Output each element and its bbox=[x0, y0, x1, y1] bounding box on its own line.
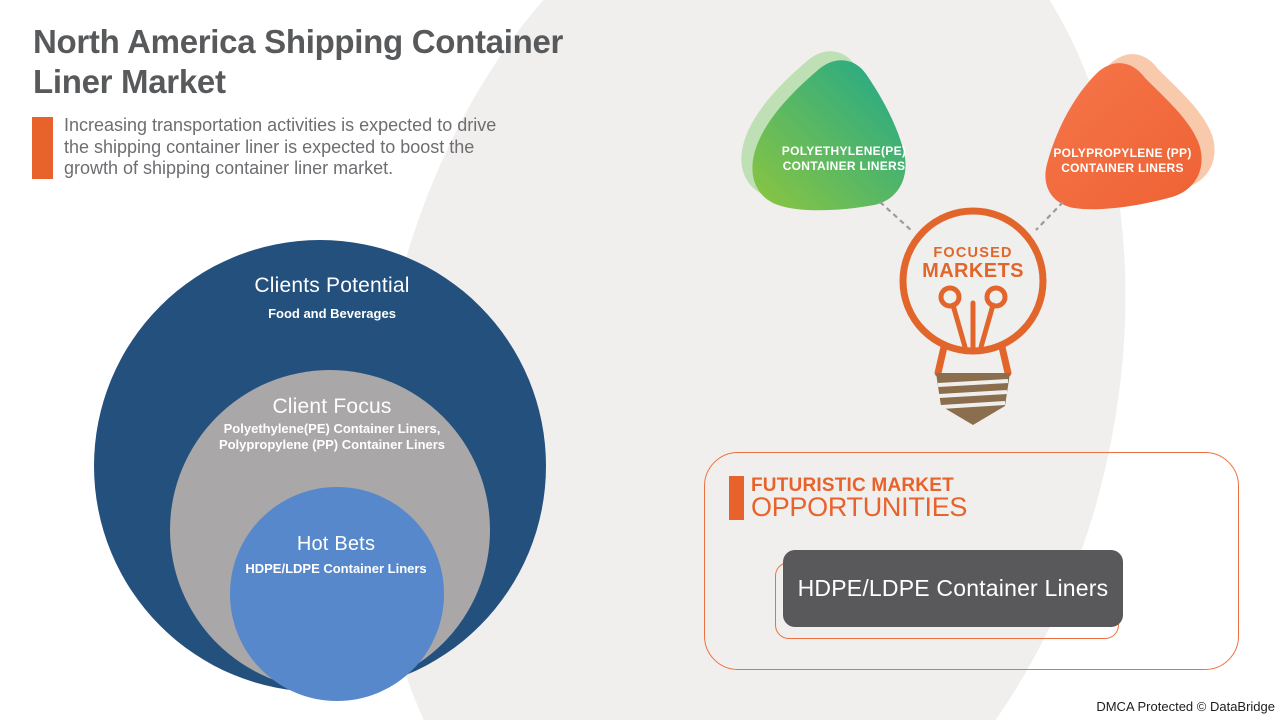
opportunities-heading-line2: OPPORTUNITIES bbox=[751, 492, 968, 522]
intro-text: Increasing transportation activities is … bbox=[64, 115, 497, 178]
opportunities-accent-bar bbox=[729, 476, 744, 520]
hot-bets-title: Hot Bets bbox=[296, 533, 376, 555]
client-focus-title: Client Focus bbox=[272, 395, 392, 418]
focused-label: FOCUSED bbox=[933, 245, 1013, 261]
polypropylene-label: POLYPROPYLENE (PP) CONTAINER LINERS bbox=[1053, 146, 1192, 175]
opportunities-heading-line1: FUTURISTIC MARKET bbox=[751, 475, 954, 496]
opportunity-item: HDPE/LDPE Container Liners bbox=[783, 550, 1123, 627]
opportunities-panel bbox=[704, 452, 1239, 670]
hot-bets-subtitle: HDPE/LDPE Container Liners bbox=[245, 561, 427, 576]
clients-potential-subtitle: Food and Beverages bbox=[268, 306, 396, 321]
client-focus-subtitle: Polyethylene(PE) Container Liners, Polyp… bbox=[218, 421, 446, 452]
markets-label: MARKETS bbox=[922, 260, 1024, 282]
hot-bets-circle bbox=[230, 487, 444, 701]
polyethylene-label: POLYETHYLENE(PE) CONTAINER LINERS bbox=[781, 144, 907, 173]
clients-potential-title: Clients Potential bbox=[254, 274, 410, 297]
page-title: North America Shipping Container Liner M… bbox=[33, 23, 564, 100]
intro-accent-bar bbox=[32, 117, 53, 179]
dmca-text: DMCA Protected © DataBridge bbox=[1096, 699, 1275, 714]
